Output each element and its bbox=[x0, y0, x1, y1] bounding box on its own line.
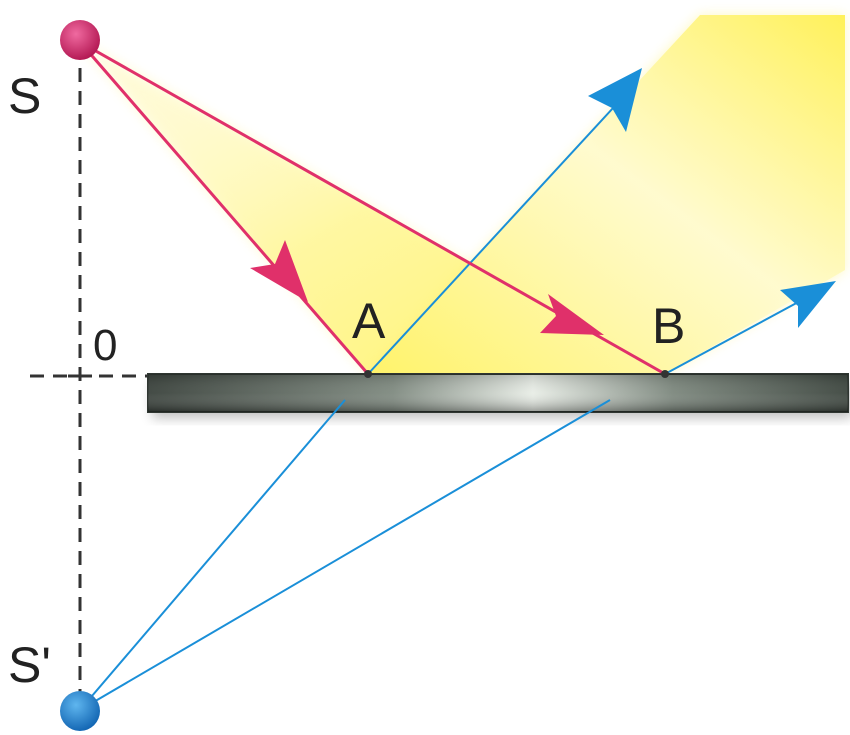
virtual-ray-b bbox=[79, 399, 611, 711]
point-b-marker bbox=[661, 370, 669, 378]
reflected-arrow-b bbox=[780, 281, 836, 328]
incident-arrow-b bbox=[540, 294, 604, 335]
label-origin: 0 bbox=[93, 321, 117, 370]
reflected-arrow-a bbox=[588, 68, 642, 132]
label-source: S bbox=[8, 68, 41, 124]
virtual-ray-a bbox=[79, 399, 346, 711]
virtual-rays bbox=[79, 399, 611, 711]
label-point-a: A bbox=[352, 293, 386, 349]
point-a-marker bbox=[364, 370, 372, 378]
label-point-b: B bbox=[652, 298, 685, 354]
label-image: S' bbox=[8, 637, 51, 693]
reflected-light-beam bbox=[368, 15, 845, 374]
reflected-ray-b bbox=[664, 292, 816, 375]
source-point bbox=[60, 20, 100, 60]
incident-arrow-a bbox=[250, 240, 308, 302]
incident-ray-a bbox=[78, 41, 370, 375]
reflected-ray-a bbox=[367, 94, 626, 375]
image-point bbox=[60, 691, 100, 731]
reflected-rays bbox=[367, 94, 816, 375]
mirror bbox=[147, 373, 850, 418]
